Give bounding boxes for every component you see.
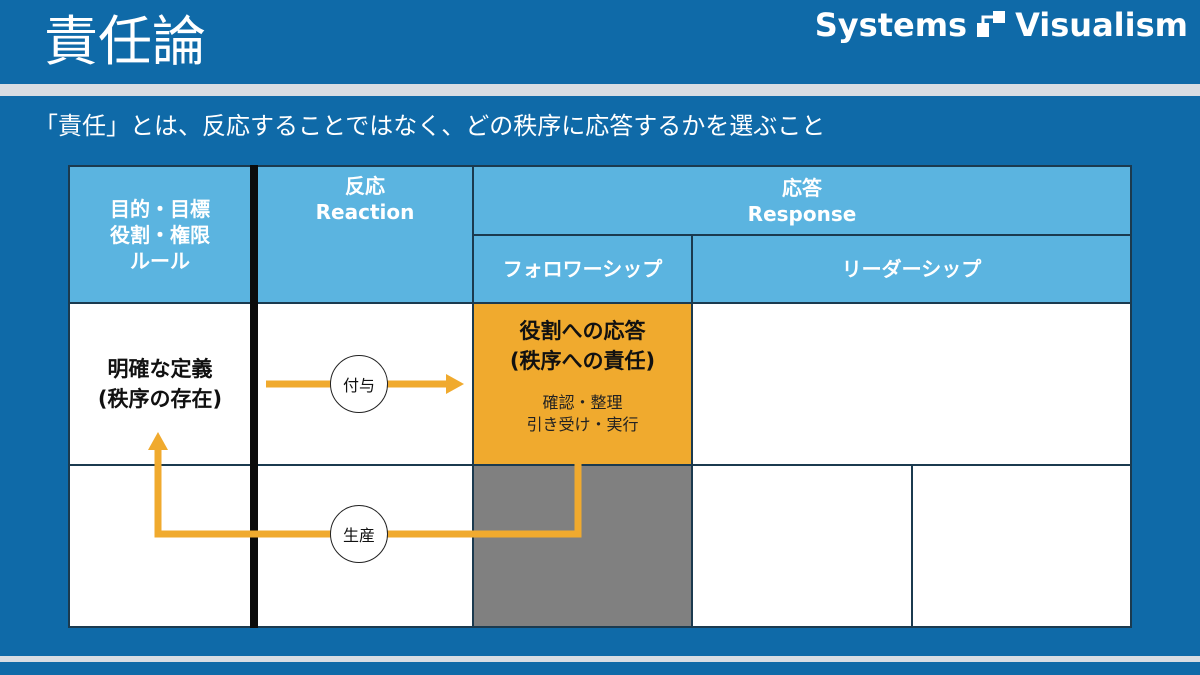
purpose-header-cell: 目的・目標 役割・権限 ルール bbox=[70, 167, 250, 302]
role-actions-line2: 引き受け・実行 bbox=[526, 415, 639, 434]
purpose-header-line3: ルール bbox=[130, 248, 190, 273]
followership-label: フォロワーシップ bbox=[502, 257, 663, 281]
logo-icon bbox=[975, 9, 1007, 41]
role-response-cell: 役割への応答 (秩序への責任) 確認・整理 引き受け・実行 bbox=[474, 304, 691, 464]
thick-divider bbox=[250, 165, 258, 628]
page-title: 責任論 bbox=[44, 10, 206, 73]
purpose-header-line2: 役割・権限 bbox=[110, 222, 210, 247]
role-actions-line1: 確認・整理 bbox=[542, 393, 623, 412]
reaction-header-cell: 反応 Reaction bbox=[258, 167, 472, 302]
brand-word-2: Visualism bbox=[1015, 6, 1188, 44]
leadership-row2-right-cell bbox=[913, 466, 1130, 626]
produce-label: 生産 bbox=[342, 526, 375, 545]
bottom-band bbox=[0, 656, 1200, 662]
response-header-en: Response bbox=[747, 201, 857, 226]
purpose-row2-cell bbox=[70, 466, 250, 626]
subtitle: 「責任」とは、反応することではなく、どの秩序に応答するかを選ぶこと bbox=[34, 112, 826, 140]
role-response-line1: 役割への応答 bbox=[519, 319, 646, 343]
definition-line2: (秩序の存在) bbox=[97, 387, 223, 411]
response-header-cell: 応答 Response bbox=[474, 167, 1130, 234]
leadership-header-cell: リーダーシップ bbox=[693, 236, 1130, 302]
leadership-label: リーダーシップ bbox=[841, 257, 982, 281]
followership-header-cell: フォロワーシップ bbox=[474, 236, 691, 302]
grant-label: 付与 bbox=[342, 376, 375, 395]
response-header-jp: 応答 bbox=[782, 175, 822, 200]
reaction-header-jp: 反応 bbox=[345, 174, 385, 198]
reaction-header-en: Reaction bbox=[315, 200, 415, 224]
brand-logo: Systems Visualism bbox=[815, 6, 1188, 44]
definition-line1: 明確な定義 bbox=[107, 357, 213, 381]
produce-circle-label: 生産 bbox=[330, 505, 388, 563]
brand-word-1: Systems bbox=[814, 6, 968, 44]
grant-circle-label: 付与 bbox=[330, 355, 388, 413]
top-band bbox=[0, 84, 1200, 96]
followership-row2-cell bbox=[474, 466, 691, 626]
definition-cell: 明確な定義 (秩序の存在) bbox=[70, 304, 250, 464]
leadership-row1-cell bbox=[693, 304, 1130, 464]
leadership-row2-left-cell bbox=[693, 466, 911, 626]
role-response-line2: (秩序への責任) bbox=[509, 349, 656, 373]
purpose-header-line1: 目的・目標 bbox=[110, 196, 210, 221]
